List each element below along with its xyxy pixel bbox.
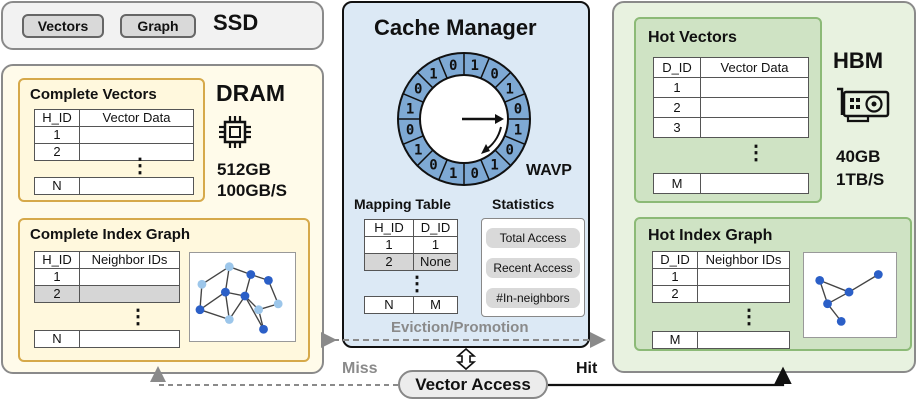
cache-manager-title: Cache Manager: [374, 15, 537, 40]
ring-bit: 0: [490, 66, 498, 82]
hbm-bandwidth: 1TB/S: [836, 170, 885, 189]
ring-bit: 1: [429, 66, 437, 82]
ssd-vectors-chip: Vectors: [22, 14, 104, 38]
ssd-graph-chip: Graph: [120, 14, 196, 38]
ring-bit: 0: [449, 58, 457, 74]
vertical-dots: ⋮: [130, 155, 150, 177]
ring-bit: 0: [429, 158, 437, 174]
statistics-title: Statistics: [492, 196, 555, 212]
table-row: 2: [652, 285, 790, 303]
complete-index-graph-title: Complete Index Graph: [30, 226, 191, 243]
vertical-dots: ⋮: [128, 306, 148, 328]
ring-bit: 1: [414, 143, 422, 159]
table-header: D_ID: [653, 57, 701, 78]
ring-bit: 0: [406, 123, 414, 139]
table-row: M: [653, 173, 809, 194]
table-row: M: [652, 331, 790, 349]
stat-total-access: Total Access: [486, 228, 580, 248]
eviction-promotion-label: Eviction/Promotion: [391, 319, 529, 336]
ring-bit: 1: [506, 81, 514, 97]
ring-bit: 1: [449, 166, 457, 182]
ring-bit: 0: [506, 143, 514, 159]
ring-bit: 0: [414, 81, 422, 97]
vector-access-pill: Vector Access: [398, 370, 548, 399]
ssd-label: SSD: [213, 10, 259, 35]
hot-vectors-last-row: M: [653, 173, 809, 194]
ring-bit: 1: [406, 101, 414, 117]
table-row: 1: [34, 126, 194, 144]
dram-bandwidth: 100GB/S: [217, 181, 287, 200]
chip-icon: [219, 116, 251, 148]
vector-access-label: Vector Access: [415, 374, 531, 394]
hbm-capacity: 40GB: [836, 147, 881, 166]
dram-capacity: 512GB: [217, 160, 271, 179]
ring-bit: 1: [514, 123, 522, 139]
complete-index-graph-last-row: N: [34, 330, 180, 348]
table-row: N: [34, 330, 180, 348]
gpu-card-icon: [837, 87, 890, 123]
complete-graph-illustration: [189, 252, 296, 342]
table-header: Vector Data: [79, 109, 194, 127]
ssd-panel: Vectors Graph SSD: [1, 1, 324, 50]
table-row: 3: [653, 117, 809, 138]
hot-index-graph-last-row: M: [652, 331, 790, 349]
stat-in-neighbors: #In-neighbors: [486, 288, 580, 308]
hot-graph-illustration: [803, 252, 897, 338]
vertical-dots: ⋮: [739, 306, 759, 328]
table-header: Neighbor IDs: [79, 251, 180, 269]
table-header: D_ID: [413, 219, 458, 237]
hot-vectors-title: Hot Vectors: [648, 29, 737, 46]
complete-vectors-title: Complete Vectors: [30, 86, 157, 103]
stat-recent-access: Recent Access: [486, 258, 580, 278]
mapping-table-title: Mapping Table: [354, 196, 451, 212]
policy-label: WAVP: [526, 162, 572, 179]
ring-bit: 0: [471, 166, 479, 182]
hit-label: Hit: [576, 360, 598, 377]
table-row: N: [34, 177, 194, 195]
dram-label: DRAM: [216, 80, 285, 106]
ring-bit: 1: [471, 58, 479, 74]
vertical-dots: ⋮: [407, 273, 427, 295]
vertical-dots: ⋮: [746, 142, 766, 164]
ring-bit: 1: [490, 158, 498, 174]
ring-bit: 0: [514, 101, 522, 117]
complete-vectors-last-row: N: [34, 177, 194, 195]
table-row: 2: [34, 285, 180, 303]
hot-index-graph-title: Hot Index Graph: [648, 227, 773, 244]
miss-label: Miss: [342, 360, 378, 377]
table-header: Neighbor IDs: [697, 251, 790, 269]
table-header: Vector Data: [700, 57, 809, 78]
table-row: 2: [34, 143, 194, 161]
hbm-label: HBM: [833, 48, 884, 73]
